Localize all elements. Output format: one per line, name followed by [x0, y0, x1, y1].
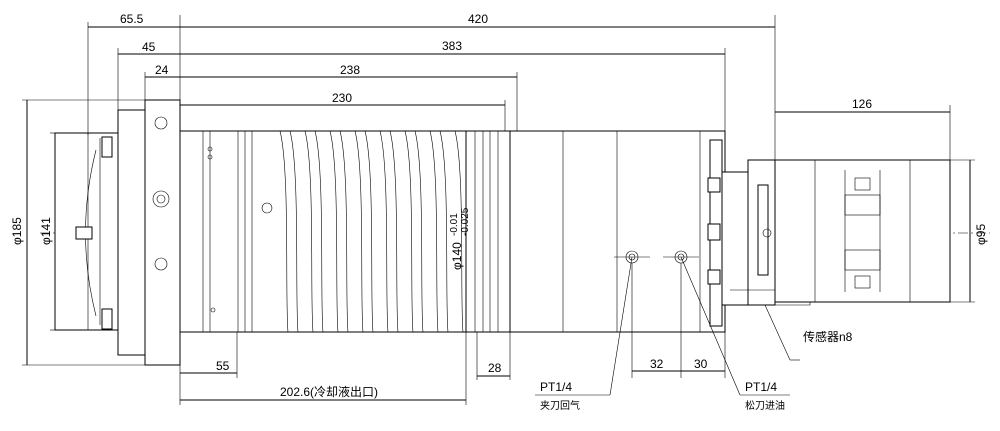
right-dimension: φ95: [950, 159, 988, 303]
left-dimensions: φ185 φ141: [10, 99, 145, 366]
front-flange: [144, 99, 181, 366]
dim-dia-95: φ95: [974, 224, 988, 245]
dim-420: 420: [468, 12, 488, 26]
dim-126: 126: [852, 97, 872, 111]
dim-24: 24: [155, 63, 169, 77]
bottom-dimensions: 55 202.6(冷却液出口) 28 32 30: [179, 263, 726, 405]
dim-28: 28: [488, 361, 502, 375]
dim-55: 55: [216, 359, 230, 373]
port-right-desc: 松刀进油: [745, 399, 785, 412]
cooling-grooves: [279, 130, 464, 333]
dim-65-5: 65.5: [120, 12, 144, 26]
dim-202-6: 202.6(冷却液出口): [280, 384, 378, 399]
dim-45: 45: [142, 40, 156, 54]
port-left-desc: 夹刀回气: [540, 399, 580, 412]
tol-upper: -0.01: [449, 213, 460, 236]
port-right-thread: PT1/4: [745, 380, 777, 394]
dim-230: 230: [332, 91, 352, 105]
spindle-body: [54, 99, 951, 366]
housing: [179, 130, 511, 333]
dim-32: 32: [650, 357, 664, 371]
dim-383: 383: [442, 39, 462, 53]
rear-housing: [509, 130, 726, 333]
tol-lower: -0.025: [460, 207, 471, 236]
dim-238: 238: [340, 63, 360, 77]
dim-dia-141: φ141: [39, 217, 53, 245]
dim-30: 30: [694, 357, 708, 371]
top-dimensions: 65.5 420 45 383 24 238 230 126: [87, 12, 951, 160]
drawbar-end: [75, 226, 93, 240]
callouts: PT1/4 夹刀回气 PT1/4 松刀进油 传感器n8: [535, 256, 853, 412]
rotary-union: [774, 159, 951, 303]
center-dimension: φ140 -0.01 -0.025: [449, 131, 471, 332]
dim-dia-140: φ140: [450, 242, 464, 270]
dim-dia-185: φ185: [10, 217, 24, 245]
sensor-label: 传感器n8: [803, 329, 853, 344]
port-left-thread: PT1/4: [540, 380, 572, 394]
